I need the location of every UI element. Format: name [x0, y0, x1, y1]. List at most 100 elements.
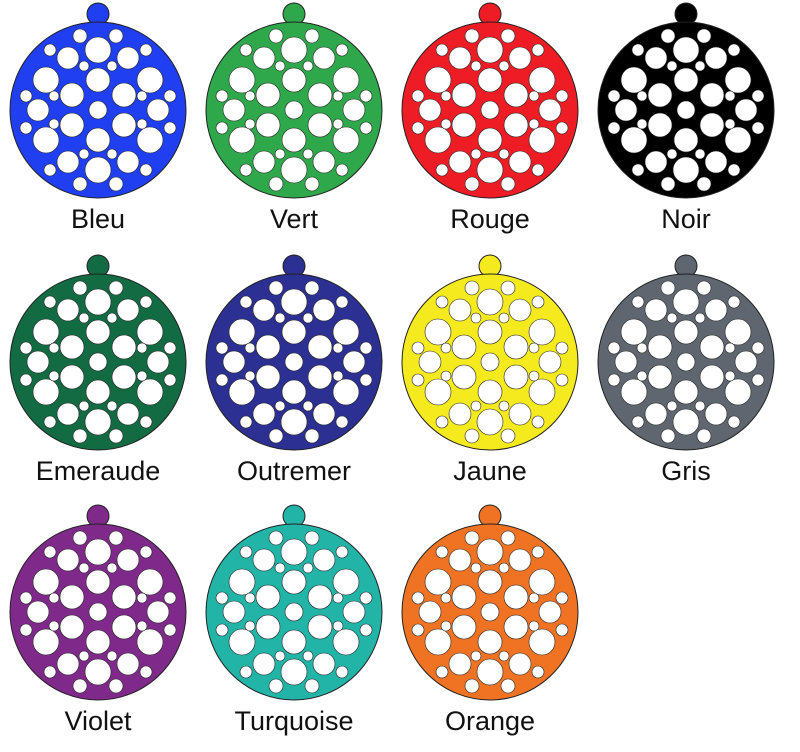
pendant-hole [435, 665, 449, 679]
pendant-hole [108, 176, 124, 192]
pendant-hole [724, 126, 752, 154]
pendant-hole [440, 342, 452, 354]
pendant-hole [335, 415, 349, 429]
pendant-hole [751, 341, 765, 355]
pendant-hole [136, 66, 164, 94]
pendant-hole [636, 90, 648, 102]
pendant-body [9, 2, 187, 199]
pendant-hole [56, 46, 80, 70]
pendant-hole [228, 378, 256, 406]
pendant-hole [451, 82, 477, 108]
pendant-hole [528, 628, 556, 656]
pendant-hole [477, 569, 503, 595]
pendant-hole [85, 127, 111, 153]
pendant-hole [531, 295, 545, 309]
pendant-hole [704, 402, 728, 426]
pendant-hole [435, 43, 449, 57]
pendant-hole [666, 60, 678, 72]
pendant-hole [335, 295, 349, 309]
pendant-hole [84, 156, 112, 184]
pendant-hole [672, 156, 700, 184]
pendant-hole [359, 623, 373, 637]
pendant-hole [359, 591, 373, 605]
pendant-hole [724, 118, 736, 130]
pendant-hole [84, 288, 112, 316]
pendant-hole [19, 121, 33, 135]
pendant-hole [26, 98, 50, 122]
pendant-hole [531, 545, 545, 559]
pendant-hole [727, 163, 741, 177]
pendant-hole [111, 112, 137, 138]
pendant-hole [411, 121, 425, 135]
pendant-hole [332, 370, 344, 382]
pendant-hole [538, 600, 562, 624]
pendant-hole [448, 46, 472, 70]
pendant-hole [302, 60, 314, 72]
pendant-hole [244, 370, 256, 382]
pendant-hole [694, 148, 706, 160]
pendant-hole [555, 121, 569, 135]
pendant-hole [72, 530, 88, 546]
pendant-hole [268, 678, 284, 694]
swatch-orange: Orange [392, 502, 588, 752]
pendant-hole [676, 352, 696, 372]
pendant-hole [508, 652, 532, 676]
pendant-hole [476, 658, 504, 686]
pendant-hole [647, 112, 673, 138]
pendant-hole [734, 98, 758, 122]
pendant-hole [332, 620, 344, 632]
pendant-hole [239, 545, 253, 559]
pendant-hole [228, 628, 256, 656]
pendant-hole [448, 402, 472, 426]
pendant-hole [508, 298, 532, 322]
pendant-hole [620, 126, 648, 154]
pendant-hole [538, 98, 562, 122]
pendant-hole [676, 100, 696, 120]
pendant-hole [480, 100, 500, 120]
pendant-hole [304, 28, 320, 44]
pendant-turquoise-icon [205, 504, 383, 701]
swatch-label-turquoise: Turquoise [234, 706, 354, 736]
pendant-hole [252, 652, 276, 676]
pendant-gris-icon [597, 254, 775, 451]
pendant-hole [500, 530, 516, 546]
pendant-hole [108, 28, 124, 44]
pendant-hole [56, 298, 80, 322]
pendant-hole [555, 89, 569, 103]
pendant-hole [498, 60, 510, 72]
pendant-hole [531, 415, 545, 429]
pendant-hole [85, 569, 111, 595]
pendant-hole [312, 46, 336, 70]
pendant-body [597, 254, 775, 451]
pendant-hole [72, 176, 88, 192]
pendant-hole [48, 342, 60, 354]
pendant-hole [85, 629, 111, 655]
swatch-label-orange: Orange [444, 706, 536, 736]
pendant-hole [476, 538, 504, 566]
pendant-hole [359, 373, 373, 387]
pendant-hole [673, 127, 699, 153]
pendant-hole [88, 352, 108, 372]
pendant-hole [464, 428, 480, 444]
pendant-hole [647, 364, 673, 390]
pendant-hole [56, 150, 80, 174]
pendant-hole [255, 614, 281, 640]
pendant-hole [78, 562, 90, 574]
pendant-hole [116, 298, 140, 322]
pendant-hole [280, 36, 308, 64]
swatch-turquoise: Turquoise [196, 502, 392, 752]
pendant-hole [751, 373, 765, 387]
pendant-hole [672, 288, 700, 316]
pendant-hole [72, 428, 88, 444]
pendant-hole [78, 60, 90, 72]
pendant-hole [528, 620, 540, 632]
pendant-hole [332, 66, 360, 94]
pendant-hole [332, 318, 360, 346]
pendant-hole [106, 148, 118, 160]
pendant-hole [631, 295, 645, 309]
pendant-hole [274, 400, 286, 412]
pendant-hole [620, 66, 648, 94]
pendant-hole [411, 89, 425, 103]
pendant-hole [724, 370, 736, 382]
pendant-hole [696, 280, 712, 296]
